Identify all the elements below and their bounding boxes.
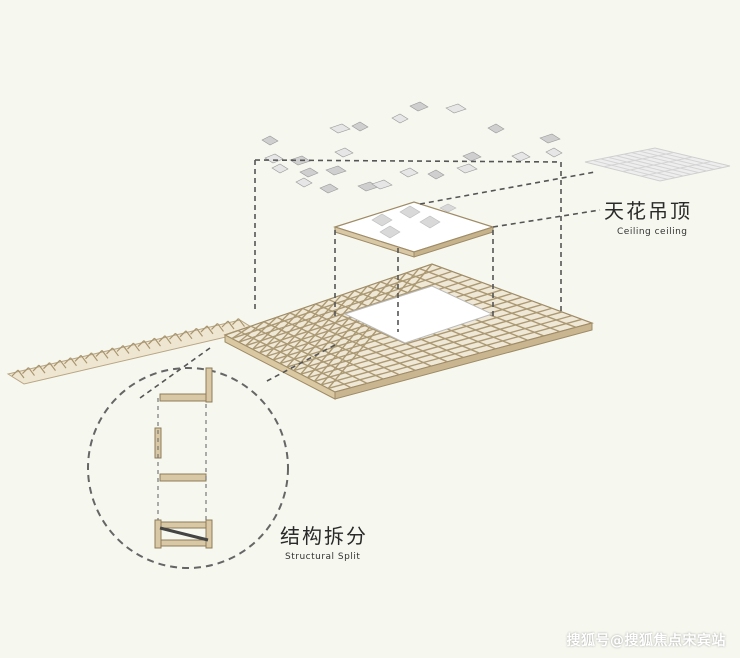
lattice-strip: [6, 318, 258, 385]
floating-ceiling-tiles: [261, 101, 563, 194]
watermark: 搜狐号@搜狐焦点宋宾站: [566, 633, 726, 649]
ceiling-tile: [371, 179, 393, 190]
ceiling-tile: [399, 167, 419, 178]
ceiling-tile: [545, 147, 563, 158]
ceiling-tile: [299, 167, 319, 178]
ceiling-tile: [511, 151, 531, 162]
ceiling-tile: [391, 113, 409, 124]
ceiling-tile: [334, 147, 354, 158]
slab-opening: [343, 285, 494, 344]
ceiling-tile: [271, 163, 289, 174]
ceiling-tile: [325, 165, 347, 176]
projection-lines: [139, 159, 601, 399]
ceiling-tile: [487, 123, 505, 134]
ceiling-tile: [261, 135, 279, 146]
structural-detail-callout: [87, 367, 289, 569]
main-lattice-slab: [223, 263, 594, 400]
structure-label-en: Structural Split: [285, 552, 360, 562]
ceiling-tile: [295, 177, 313, 188]
ceiling-tile: [445, 103, 467, 114]
structure-label-cn: 结构拆分: [280, 524, 368, 548]
ceiling-tile: [409, 101, 429, 112]
ceiling-tile: [427, 169, 445, 180]
ceiling-tile: [456, 163, 478, 174]
ceiling-grid-swatch: [584, 147, 731, 182]
ceiling-panel: [333, 201, 495, 258]
ceiling-tile: [462, 151, 482, 162]
ceiling-tile: [351, 121, 369, 132]
ceiling-tile: [329, 123, 351, 134]
ceiling-label-cn: 天花吊顶: [604, 199, 692, 223]
ceiling-tile: [264, 153, 284, 164]
ceiling-tile: [539, 133, 561, 144]
ceiling-label-en: Ceiling ceiling: [617, 227, 688, 237]
ceiling-tile: [319, 183, 339, 194]
